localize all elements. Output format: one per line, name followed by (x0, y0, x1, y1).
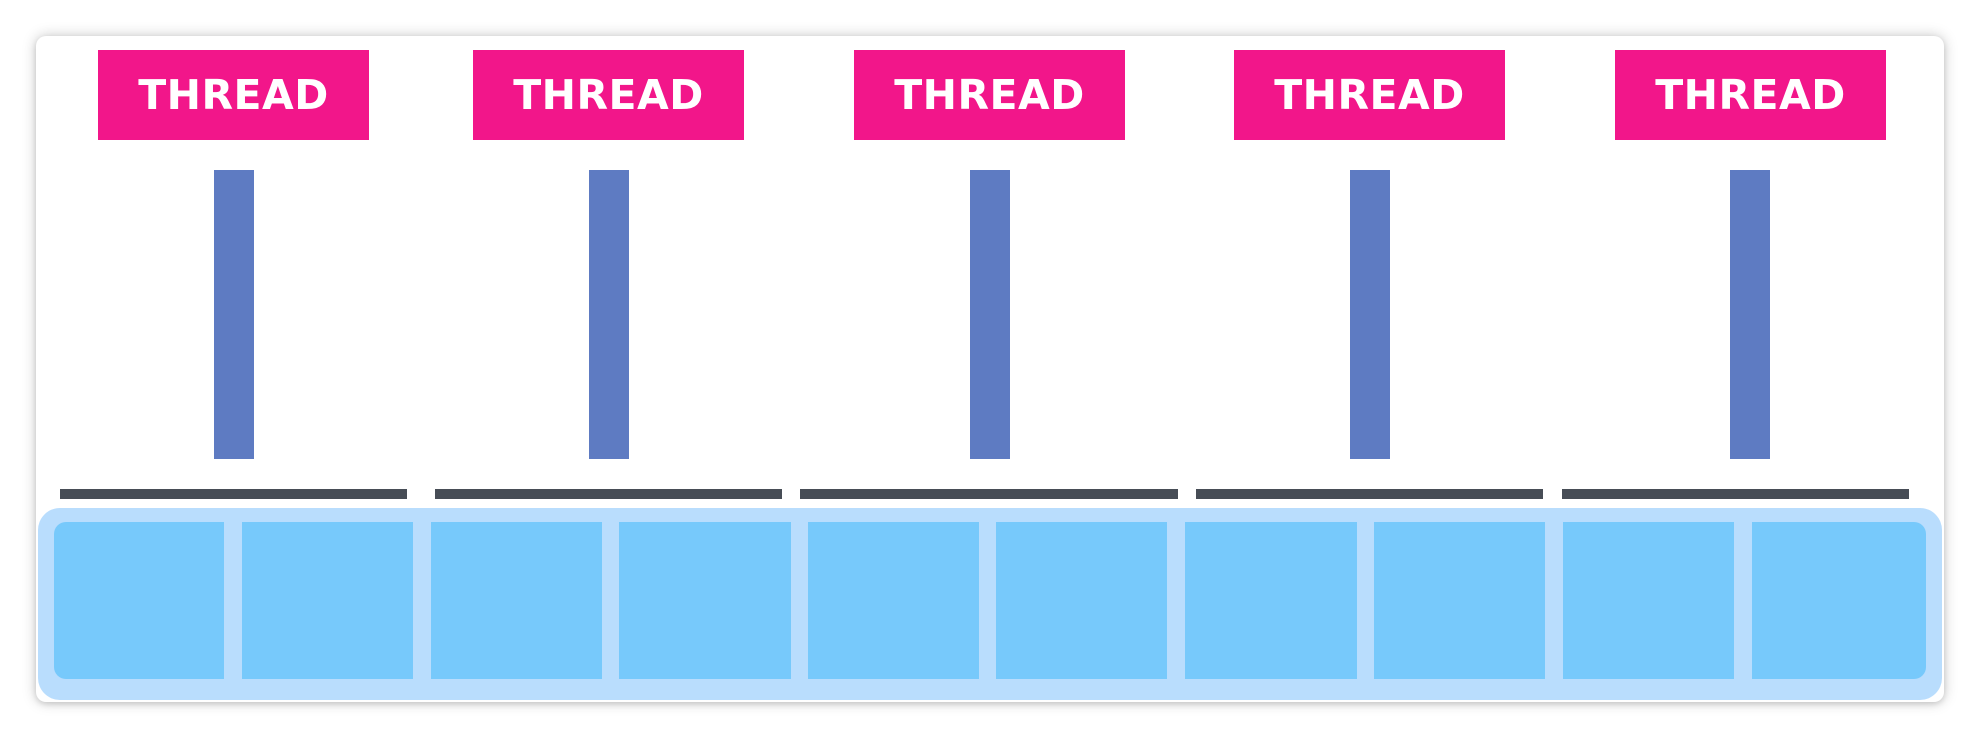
memory-cell (619, 522, 791, 679)
memory-cell (1752, 522, 1926, 679)
memory-cell (242, 522, 413, 679)
segment-divider-3 (800, 489, 1178, 499)
memory-cell (431, 522, 602, 679)
segment-divider-5 (1562, 489, 1909, 499)
thread-label-1: THREAD (98, 50, 369, 140)
thread-stem-5 (1730, 170, 1770, 459)
thread-label-5: THREAD (1615, 50, 1886, 140)
thread-label-2: THREAD (473, 50, 744, 140)
memory-cell (1185, 522, 1357, 679)
memory-cell (808, 522, 979, 679)
memory-tray (38, 508, 1942, 700)
memory-cell (1563, 522, 1734, 679)
segment-divider-4 (1196, 489, 1543, 499)
thread-stem-4 (1350, 170, 1390, 459)
thread-stem-1 (214, 170, 254, 459)
memory-cell (996, 522, 1167, 679)
memory-cell (1374, 522, 1545, 679)
segment-divider-1 (60, 489, 407, 499)
thread-stem-3 (970, 170, 1010, 459)
diagram-card: THREAD THREAD THREAD THREAD THREAD (36, 36, 1944, 702)
thread-label-3: THREAD (854, 50, 1125, 140)
thread-label-4: THREAD (1234, 50, 1505, 140)
memory-cell (54, 522, 224, 679)
segment-divider-2 (435, 489, 782, 499)
thread-stem-2 (589, 170, 629, 459)
